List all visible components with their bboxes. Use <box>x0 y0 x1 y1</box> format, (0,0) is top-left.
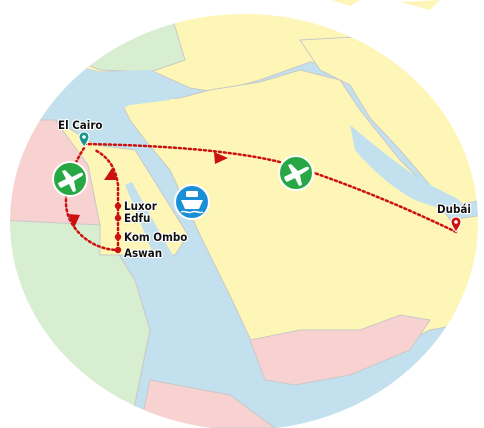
airplane-icon[interactable] <box>278 155 314 191</box>
label-el-cairo: El Cairo <box>58 118 103 132</box>
label-edfu: Edfu <box>124 211 150 225</box>
label-kom-ombo: Kom Ombo <box>124 230 187 244</box>
arrowhead-north <box>104 168 118 180</box>
decoration-top-2 <box>400 0 440 10</box>
label-dubai: Dubái <box>437 202 471 216</box>
land-egypt <box>54 119 189 256</box>
land-yemen <box>249 314 431 386</box>
arrowhead-south <box>68 214 80 228</box>
label-aswan: Aswan <box>124 246 162 260</box>
stop-aswan <box>114 246 122 254</box>
airplane-icon[interactable] <box>52 161 88 197</box>
stop-kom-ombo <box>114 233 122 241</box>
ship-icon[interactable] <box>174 184 210 220</box>
label-luxor: Luxor <box>124 199 158 213</box>
decoration-top <box>332 0 360 6</box>
place-labels: El Cairo Luxor Edfu Kom Ombo Aswan Dubái <box>57 117 472 261</box>
route-nile-cruise <box>93 148 120 252</box>
stops <box>114 202 122 254</box>
map-frame <box>8 12 480 428</box>
map-pin-icon[interactable] <box>78 131 90 148</box>
persian-gulf <box>350 125 463 211</box>
stop-luxor <box>114 202 122 210</box>
arrowhead-east <box>214 152 228 164</box>
red-sea <box>125 182 262 428</box>
map-pin-icon[interactable] <box>450 216 462 233</box>
land-region-green-north <box>59 13 186 73</box>
stop-edfu <box>114 214 122 222</box>
